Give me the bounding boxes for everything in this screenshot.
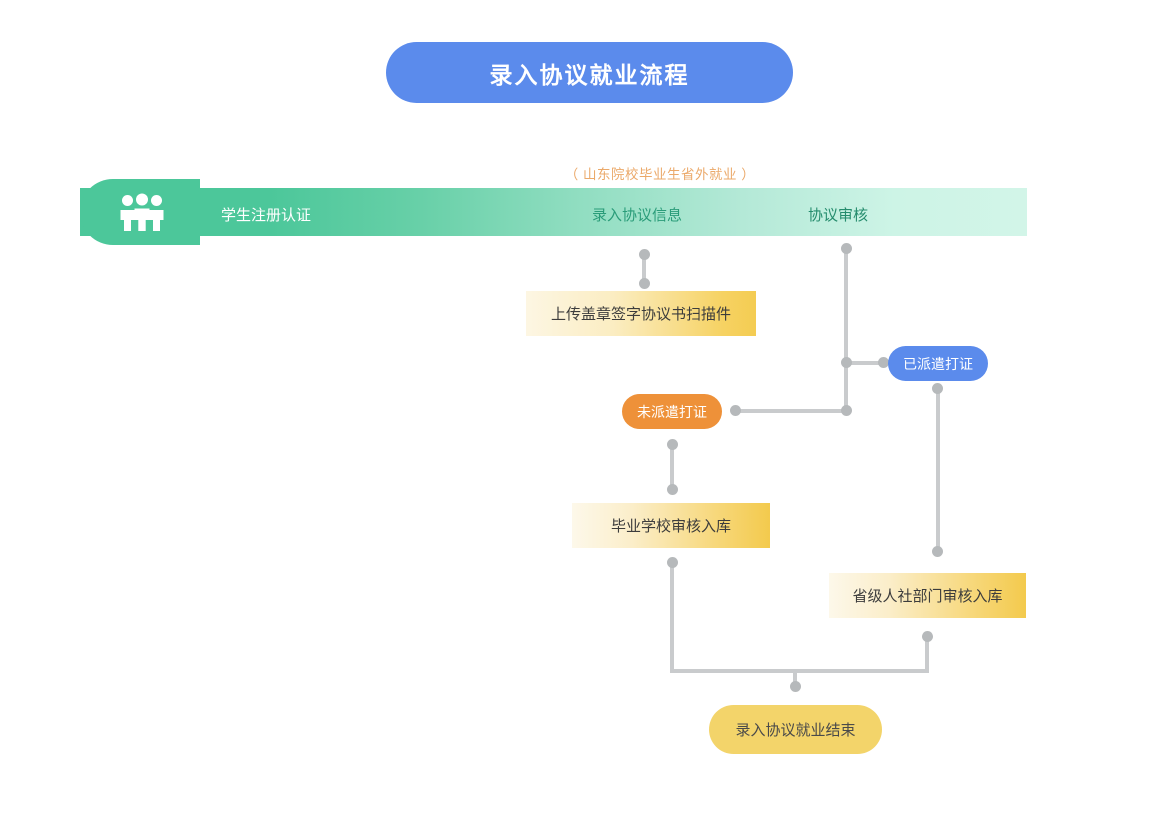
page-title-pill: 录入协议就业流程 <box>386 42 793 103</box>
page-subtitle: （ 山东院校毕业生省外就业 ） <box>564 167 756 182</box>
node-not-dispatched-label: 未派遣打证 <box>637 403 707 420</box>
banner-step-1-label: 学生注册认证 <box>221 207 312 224</box>
connector-line-to-end <box>793 669 797 689</box>
connector-dot-province-review-top <box>932 383 943 394</box>
process-banner <box>80 188 1027 236</box>
connector-dot-end <box>790 681 801 692</box>
connector-dot-upload-top <box>639 249 650 260</box>
connector-dot-not-dispatched-end <box>730 405 741 416</box>
connector-dot-dispatched-end <box>878 357 889 368</box>
connector-dot-upload-bottom <box>639 278 650 289</box>
connector-dot-merge-right-top <box>922 631 933 642</box>
connector-dot-school-review-top <box>667 439 678 450</box>
node-school-review[interactable]: 毕业学校审核入库 <box>572 503 770 548</box>
connector-dot-merge-left-top <box>667 557 678 568</box>
three-people-icon <box>120 193 164 231</box>
connector-dot-review-top <box>841 243 852 254</box>
connector-line-review-trunk <box>844 248 848 413</box>
page-title: 录入协议就业流程 <box>489 61 690 88</box>
connector-line-province-review <box>936 388 940 553</box>
banner-step-3-label: 协议审核 <box>808 207 869 224</box>
connector-line-merge-right <box>925 634 929 672</box>
node-not-dispatched[interactable]: 未派遣打证 <box>622 394 722 429</box>
node-end-label: 录入协议就业结束 <box>735 722 856 739</box>
node-upload-scan[interactable]: 上传盖章签字协议书扫描件 <box>526 291 756 336</box>
node-dispatched-label: 已派遣打证 <box>903 355 973 372</box>
node-upload-scan-label: 上传盖章签字协议书扫描件 <box>550 306 731 323</box>
connector-dot-not-dispatched-junction <box>841 405 852 416</box>
connector-dot-school-review-bottom <box>667 484 678 495</box>
node-end[interactable]: 录入协议就业结束 <box>709 705 882 754</box>
connector-line-merge-bar <box>670 669 929 673</box>
connector-line-upload <box>642 252 646 284</box>
connector-line-to-not-dispatched <box>736 409 848 413</box>
node-province-review-label: 省级人社部门审核入库 <box>852 588 1003 605</box>
node-dispatched[interactable]: 已派遣打证 <box>888 346 988 381</box>
banner-step-2-label: 录入协议信息 <box>592 207 683 224</box>
connector-line-school-review <box>670 443 674 490</box>
connector-line-merge-left <box>670 560 674 672</box>
connector-dot-province-review-bottom <box>932 546 943 557</box>
node-school-review-label: 毕业学校审核入库 <box>610 518 731 535</box>
connector-line-to-dispatched <box>849 361 887 365</box>
node-province-review[interactable]: 省级人社部门审核入库 <box>829 573 1026 618</box>
connector-dot-dispatched-junction <box>841 357 852 368</box>
